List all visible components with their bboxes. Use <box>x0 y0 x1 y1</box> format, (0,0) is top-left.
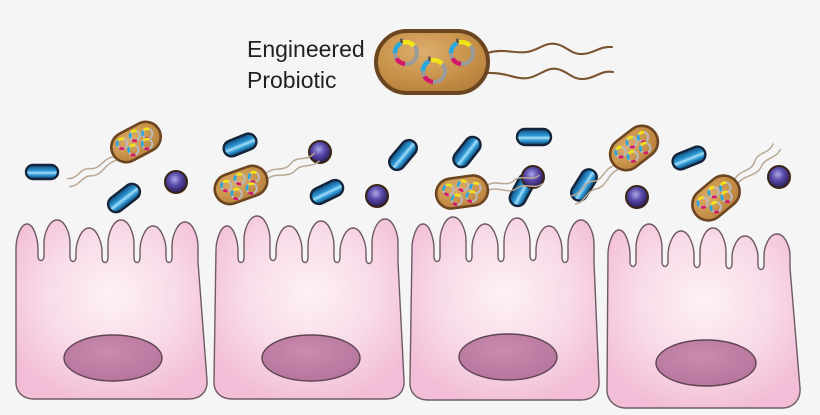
callout-line-2: Probiotic <box>247 67 336 93</box>
probiotic-3 <box>434 174 544 210</box>
flagella-probiotic-2 <box>265 152 320 180</box>
callout-label: Engineered Probiotic <box>247 36 365 93</box>
rod-7 <box>515 127 553 147</box>
epithelial-cell-4 <box>606 223 801 409</box>
cell-nucleus-2 <box>261 334 361 382</box>
lumen-particles-layer <box>164 140 791 209</box>
callout-line-1: Engineered <box>247 36 365 62</box>
probiotic-4 <box>570 124 660 205</box>
engineered-probiotic-hero <box>374 29 615 95</box>
rod-6 <box>452 135 482 169</box>
probiotic-5 <box>691 143 782 222</box>
flagella-probiotic-3 <box>486 174 544 192</box>
rod-5 <box>388 138 418 172</box>
particle-1 <box>164 170 188 194</box>
particle-5 <box>625 185 649 209</box>
flagella-probiotic-1 <box>67 156 117 188</box>
rod-1 <box>24 163 60 181</box>
cell-nucleus-3 <box>458 333 558 381</box>
rod-10 <box>671 145 707 171</box>
probiotic-1 <box>67 120 163 188</box>
particle-2 <box>308 140 332 164</box>
particle-3 <box>365 184 389 208</box>
hero-flagella <box>485 42 615 81</box>
epithelial-cell-2 <box>213 215 405 400</box>
rod-3 <box>222 132 258 158</box>
rod-2 <box>106 182 142 214</box>
cell-nucleus-4 <box>655 339 757 387</box>
flagella-probiotic-4 <box>570 164 619 205</box>
epithelial-cell-3 <box>409 216 600 401</box>
lumen-probiotics-layer <box>67 120 782 222</box>
cell-nucleus-1 <box>63 334 163 382</box>
particle-4 <box>521 165 545 189</box>
rod-4 <box>309 178 345 206</box>
epithelium-layer <box>15 215 801 409</box>
flagella-probiotic-5 <box>733 143 782 185</box>
particle-6 <box>767 165 791 189</box>
probiotic-2 <box>213 152 320 206</box>
epithelial-cell-1 <box>15 219 208 400</box>
